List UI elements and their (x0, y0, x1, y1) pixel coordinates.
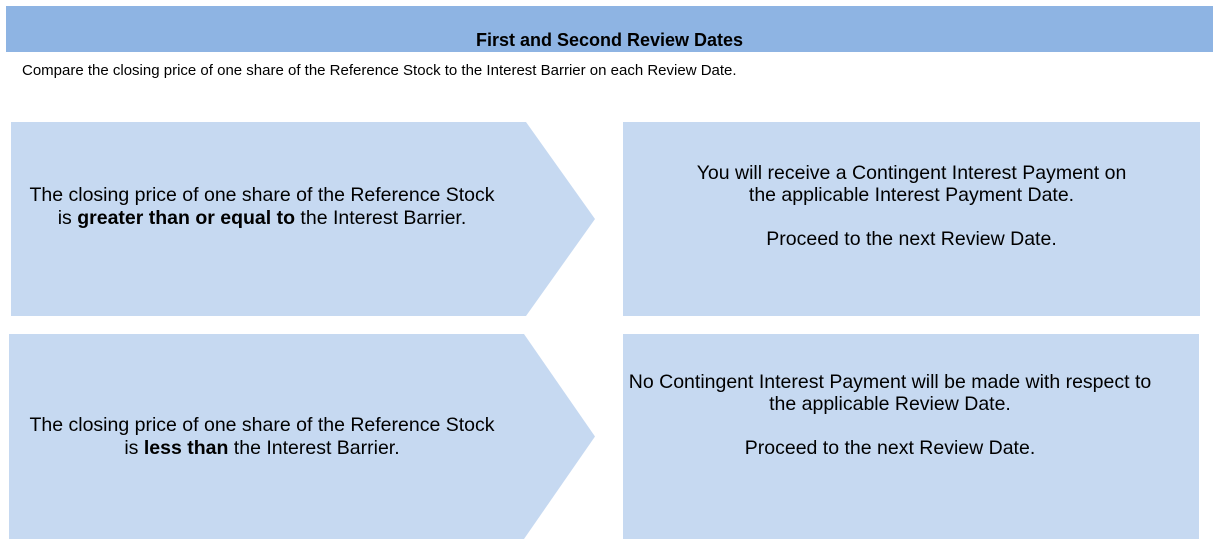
outcome-line: No Contingent Interest Payment will be m… (628, 371, 1152, 415)
condition-text-bold: less than (143, 437, 229, 459)
outcome-next-step: Proceed to the next Review Date. (744, 437, 1036, 459)
condition-text: The closing price of one share of the Re… (21, 184, 503, 230)
condition-text-after: the Interest Barrier. (295, 207, 467, 229)
condition-text-after: the Interest Barrier. (228, 437, 400, 459)
outcome-line: You will receive a Contingent Interest P… (696, 162, 1127, 206)
outcome-next-step: Proceed to the next Review Date. (766, 228, 1057, 250)
outcome-text: You will receive a Contingent Interest P… (623, 162, 1200, 250)
outcome-box-no-payment: No Contingent Interest Payment will be m… (623, 334, 1199, 539)
condition-text-before: The closing price of one share of the Re… (29, 184, 495, 229)
condition-arrow-greater-or-equal: The closing price of one share of the Re… (11, 122, 595, 316)
condition-text-before: The closing price of one share of the Re… (29, 414, 495, 459)
outcome-text: No Contingent Interest Payment will be m… (623, 371, 1199, 459)
instruction-text: Compare the closing price of one share o… (22, 62, 737, 79)
condition-arrow-less-than: The closing price of one share of the Re… (9, 334, 595, 539)
outcome-box-payment: You will receive a Contingent Interest P… (623, 122, 1200, 316)
header-bar: First and Second Review Dates (6, 6, 1213, 52)
page-title: First and Second Review Dates (475, 30, 744, 50)
condition-text-bold: greater than or equal to (77, 207, 296, 229)
condition-text: The closing price of one share of the Re… (21, 414, 503, 460)
